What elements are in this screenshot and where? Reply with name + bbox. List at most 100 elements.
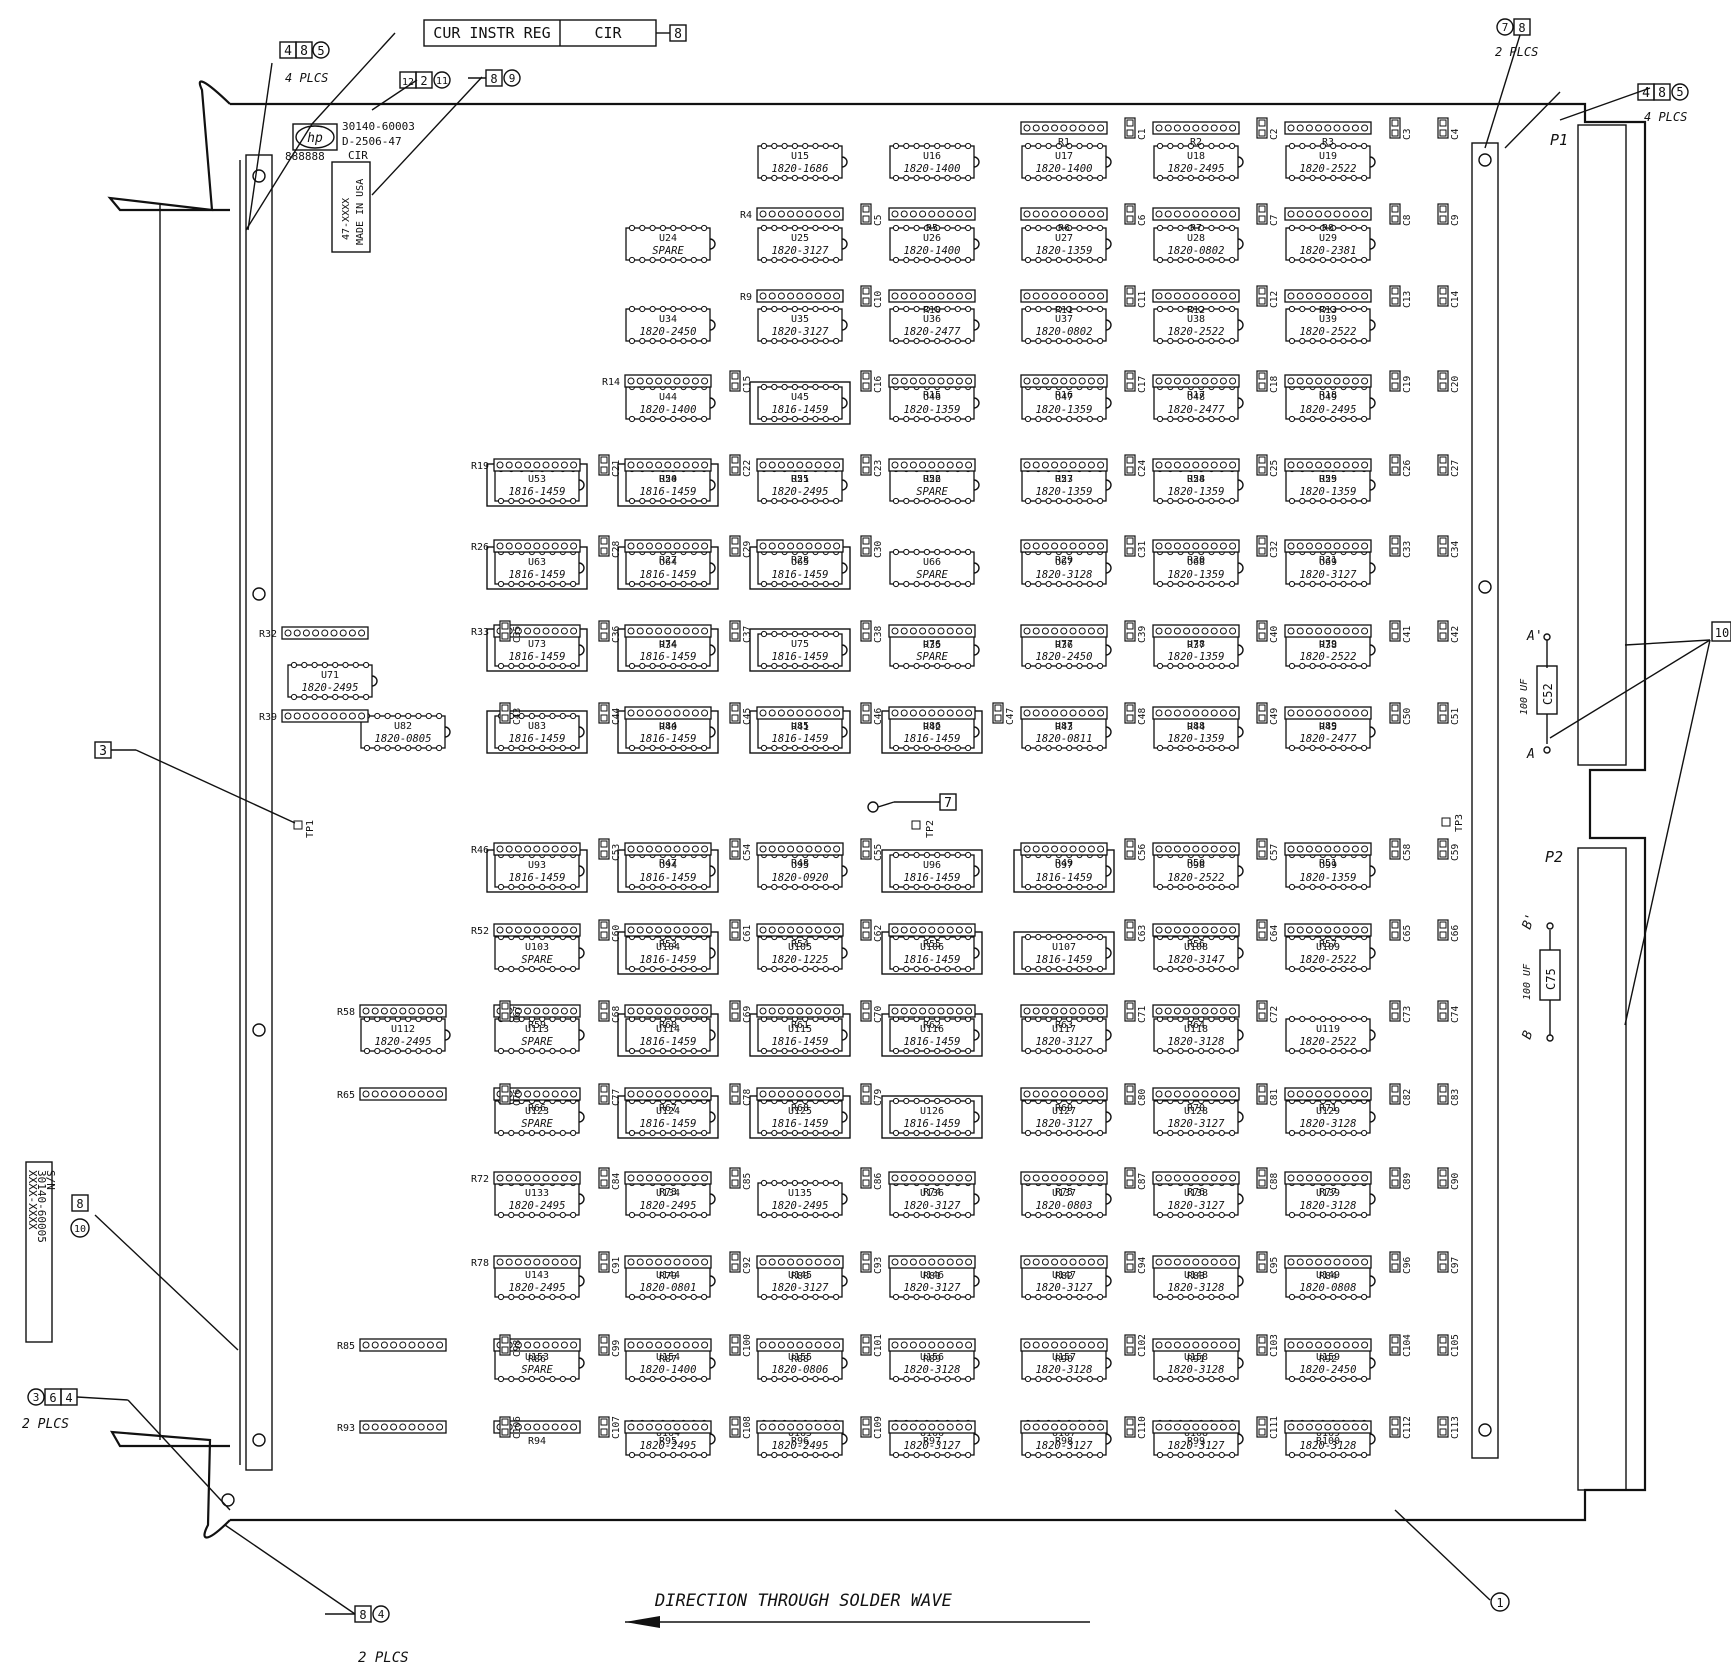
side-tag-line3: S/N — [44, 1170, 57, 1190]
hp-logo: hp — [307, 131, 323, 146]
resistor-label: R98 — [1055, 1436, 1073, 1447]
ic-part-number: 1820-2477 — [1300, 733, 1358, 745]
capacitor-c2: C2 — [1256, 117, 1280, 140]
capacitor-c112: C112 — [1389, 1416, 1413, 1439]
resistor-r25: R25 — [1284, 458, 1372, 485]
capacitor-label: C76 — [512, 1089, 523, 1106]
resistor-label: R87 — [659, 1354, 677, 1365]
ic-ref: U148 — [1184, 1270, 1208, 1281]
capacitor-label: C68 — [611, 1006, 622, 1023]
capacitor-c7: C7 — [1256, 203, 1280, 226]
ic-part-number: 1820-2495 — [772, 486, 829, 498]
capacitor-c95: C95 — [1256, 1251, 1280, 1274]
ic-part-number: 1816-1459 — [640, 651, 697, 663]
capacitor-label: C45 — [742, 708, 753, 725]
capacitor-label: C32 — [1269, 541, 1280, 558]
capacitor-c62: C62 — [860, 919, 884, 942]
ic-ref: U155 — [788, 1352, 812, 1363]
test-point-tp1: TP1 — [293, 820, 316, 838]
resistor-r56: R56 — [1152, 923, 1240, 950]
callout-4b: 4 — [1642, 86, 1650, 101]
ic-body — [757, 1264, 843, 1298]
ic-part-number: 1820-2450 — [1036, 651, 1093, 663]
resistor-label: R36 — [1055, 640, 1073, 651]
capacitor-c84: C84 — [598, 1167, 622, 1190]
ic-body — [1285, 633, 1371, 667]
ic-part-number: 1820-3127 — [1168, 1200, 1226, 1212]
ic-part-number: 1820-2522 — [1300, 163, 1357, 175]
ic-components: U151820-1686U161820-1400U171820-1400U181… — [287, 142, 1376, 1459]
ic-body — [625, 1346, 711, 1380]
ic-part-number: 1820-2495 — [375, 1036, 432, 1048]
ic-part-number: 1820-3127 — [904, 1200, 962, 1212]
resistor-r62: R62 — [888, 1004, 976, 1031]
resistor-label: R80 — [791, 1271, 809, 1282]
ic-body — [625, 936, 711, 970]
ic-part-number: 1820-0808 — [1300, 1282, 1357, 1294]
capacitor-label: C93 — [873, 1257, 884, 1274]
ic-body — [1153, 854, 1239, 888]
capacitor-label: C78 — [742, 1089, 753, 1106]
ic-ref: U63 — [528, 557, 546, 568]
capacitor-label: C2 — [1269, 129, 1280, 140]
capacitor-label: C85 — [742, 1173, 753, 1190]
capacitor-c93: C93 — [860, 1251, 884, 1274]
ic-body — [494, 1018, 580, 1052]
ic-part-number: 1816-1459 — [772, 651, 829, 663]
resistor-label: R25 — [1319, 474, 1337, 485]
ic-part-number: 1816-1459 — [1036, 954, 1093, 966]
callout-89: 8 9 — [468, 69, 521, 87]
ic-part-number: 1820-1359 — [1300, 872, 1357, 884]
ic-part-number: 1820-1359 — [1168, 486, 1225, 498]
capacitor-label: C54 — [742, 844, 753, 861]
p1-edge-connector — [1577, 124, 1627, 766]
ic-body — [1021, 468, 1107, 502]
resistor-label: R7 — [1190, 223, 1202, 234]
ic-body — [1285, 145, 1371, 179]
ic-ref: U157 — [1052, 1352, 1076, 1363]
resistor-label: R2 — [1190, 137, 1202, 148]
capacitor-label: C23 — [873, 460, 884, 477]
ic-body — [1021, 633, 1107, 667]
ic-part-number: 1816-1459 — [904, 954, 961, 966]
resistor-r79: R79 — [624, 1255, 712, 1282]
ic-ref: U123 — [525, 1106, 549, 1117]
ic-ref: U87 — [1055, 721, 1073, 732]
ic-ref: U84 — [659, 721, 677, 732]
ic-part-number: 1816-1459 — [640, 733, 697, 745]
resistor-label: R70 — [1187, 1103, 1205, 1114]
resistor-r54: R54 — [756, 923, 844, 950]
capacitor-c44: C44 — [598, 702, 622, 725]
resistor-r55: R55 — [888, 923, 976, 950]
resistor-r84: R84 — [1284, 1255, 1372, 1282]
capacitor-label: C18 — [1269, 376, 1280, 393]
capacitor-c61: C61 — [729, 919, 753, 942]
ic-body — [494, 468, 580, 502]
ic-ref: U116 — [920, 1024, 944, 1035]
resistor-label: R28 — [791, 555, 809, 566]
capacitor-label: C41 — [1402, 626, 1413, 643]
right-stiffener — [1471, 142, 1499, 1459]
capacitor-label: C22 — [742, 460, 753, 477]
capacitor-label: C95 — [1269, 1257, 1280, 1274]
capacitor-label: C59 — [1450, 844, 1461, 861]
resistor-r16: R16 — [1020, 374, 1108, 401]
resistor-label: R35 — [923, 640, 941, 651]
resistor-r86: R86 — [493, 1338, 581, 1365]
capacitor-c89: C89 — [1389, 1167, 1413, 1190]
ic-body — [1021, 854, 1107, 888]
ic-ref: U35 — [791, 314, 809, 325]
callout-4d: 4 — [378, 1608, 385, 1621]
resistor-label: R61 — [791, 1020, 809, 1031]
test-point-tp2: TP2 — [911, 820, 936, 838]
ic-body — [889, 1182, 975, 1216]
resistor-r32: R32 — [259, 626, 369, 640]
